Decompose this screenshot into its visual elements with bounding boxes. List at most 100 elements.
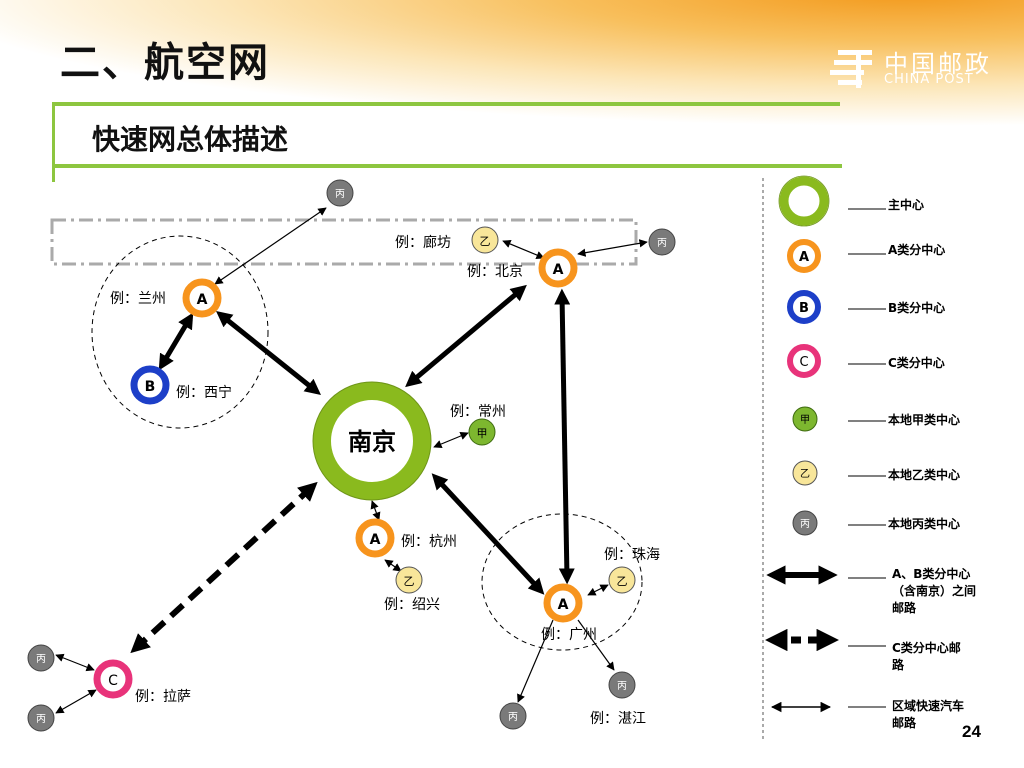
node-bing-top: 丙 [326, 179, 354, 207]
node-nanjing-main: 南京 [312, 381, 432, 501]
svg-text:丙: 丙 [36, 714, 46, 725]
route-lasa-bing-top [55, 653, 95, 672]
route-nanjing-changzhou [433, 431, 469, 449]
svg-text:A类分中心: A类分中心 [888, 242, 945, 257]
svg-text:丙: 丙 [36, 654, 46, 665]
page-title: 二、航空网 [60, 40, 270, 86]
svg-text:B: B [145, 379, 156, 395]
svg-text:A、B类分中心: A、B类分中心 [892, 566, 970, 581]
svg-text:区域快速汽车: 区域快速汽车 [892, 698, 964, 713]
china-post-logo-icon [830, 50, 872, 88]
label-hangzhou: 例：杭州 [401, 534, 457, 550]
node-bing-beijing: 丙 [648, 228, 676, 256]
svg-text:A: A [370, 532, 381, 548]
legend-item-c: C C类分中心 [787, 344, 945, 378]
route-lanzhou-bing [214, 207, 327, 285]
nanjing-label: 南京 [348, 428, 396, 456]
route-nanjing-hangzhou [370, 500, 381, 521]
node-yi-shaoxing: 乙 [395, 566, 423, 594]
legend-item-bing: 丙 本地丙类中心 [792, 510, 960, 536]
label-changzhou: 例：常州 [450, 404, 506, 420]
label-zhuhai: 例：珠海 [604, 547, 660, 563]
svg-text:C类分中心邮: C类分中心邮 [892, 640, 961, 655]
svg-text:丙: 丙 [800, 519, 810, 530]
svg-text:（含南京）之间: （含南京）之间 [892, 583, 976, 598]
page-subtitle: 快速网总体描述 [92, 123, 289, 156]
legend-item-main: 主中心 [778, 175, 924, 227]
svg-text:乙: 乙 [617, 575, 628, 588]
logo-text-cn: 中国邮政 [884, 50, 992, 78]
svg-text:A: A [799, 250, 809, 265]
svg-text:C类分中心: C类分中心 [888, 355, 945, 370]
svg-text:甲: 甲 [800, 415, 810, 426]
node-a-beijing: A [538, 248, 578, 288]
legend-item-b: B B类分中心 [787, 290, 945, 324]
route-beijing-nanjing [405, 284, 527, 388]
svg-text:C: C [799, 355, 808, 370]
node-b-xining: B [130, 365, 170, 405]
svg-text:主中心: 主中心 [888, 197, 924, 212]
svg-text:C: C [108, 673, 118, 689]
svg-text:B类分中心: B类分中心 [888, 300, 945, 315]
node-a-guangzhou: A [543, 583, 583, 623]
route-nanjing-lasa [130, 481, 318, 654]
route-nanjing-guangzhou [431, 473, 545, 595]
route-guangzhou-bing-right [577, 619, 615, 671]
label-guangzhou: 例：广州 [541, 627, 597, 643]
svg-text:乙: 乙 [800, 468, 810, 480]
label-zhanjiang: 例：湛江 [590, 711, 646, 727]
route-beijing-bing [577, 239, 648, 257]
svg-text:本地丙类中心: 本地丙类中心 [888, 516, 960, 531]
page-number: 24 [962, 722, 981, 741]
svg-text:B: B [799, 301, 809, 316]
svg-text:邮路: 邮路 [892, 715, 917, 730]
header-rule-top [52, 102, 840, 106]
route-beijing-langfang [502, 240, 545, 259]
route-lanzhou-xining [158, 312, 194, 371]
svg-text:乙: 乙 [480, 235, 491, 248]
label-lasa: 例：拉萨 [135, 689, 191, 705]
svg-text:乙: 乙 [404, 575, 415, 588]
svg-text:路: 路 [892, 657, 905, 672]
svg-text:丙: 丙 [657, 238, 667, 249]
header-rule-left [52, 102, 55, 182]
svg-text:本地乙类中心: 本地乙类中心 [888, 467, 960, 482]
node-bing-lasa-top: 丙 [27, 644, 55, 672]
label-lanzhou: 例：兰州 [110, 291, 166, 307]
legend: 主中心 A A类分中心 B B类分中心 C C类分中心 甲 本地甲类中心 [765, 175, 976, 730]
label-xining: 例：西宁 [176, 384, 232, 401]
header-rule-bottom [52, 164, 842, 168]
label-beijing: 例：北京 [467, 264, 523, 280]
legend-route-truck: 区域快速汽车 邮路 [770, 698, 964, 730]
legend-item-a: A A类分中心 [787, 239, 945, 273]
route-lanzhou-nanjing [216, 311, 321, 395]
node-bing-guangzhou-right: 丙 [608, 671, 636, 699]
svg-text:丙: 丙 [508, 712, 518, 723]
node-bing-lasa-bottom: 丙 [27, 704, 55, 732]
node-a-lanzhou: A [182, 278, 222, 318]
legend-route-c: C类分中心邮 路 [765, 628, 961, 672]
svg-text:A: A [553, 262, 564, 278]
svg-text:丙: 丙 [335, 189, 345, 200]
node-jia-changzhou: 甲 [468, 418, 496, 446]
node-a-hangzhou: A [355, 518, 395, 558]
legend-route-ab: A、B类分中心 （含南京）之间 邮路 [766, 565, 976, 615]
node-c-lasa: C [93, 659, 133, 699]
svg-text:A: A [197, 292, 208, 308]
node-yi-langfang: 乙 [471, 226, 499, 254]
svg-text:甲: 甲 [477, 427, 488, 440]
svg-text:邮路: 邮路 [892, 600, 917, 615]
legend-item-yi: 乙 本地乙类中心 [792, 460, 960, 486]
legend-item-jia: 甲 本地甲类中心 [792, 406, 960, 432]
route-guangzhou-zhuhai [587, 584, 609, 596]
svg-text:A: A [558, 597, 569, 613]
svg-text:丙: 丙 [617, 681, 627, 692]
route-guangzhou-bing-left [517, 619, 554, 703]
logo-text-en: CHINA POST [884, 72, 974, 87]
guangzhou-region-circle [481, 513, 643, 651]
label-shaoxing: 例：绍兴 [384, 597, 440, 613]
route-hangzhou-shaoxing [384, 559, 402, 572]
node-bing-guangzhou-left: 丙 [499, 702, 527, 730]
